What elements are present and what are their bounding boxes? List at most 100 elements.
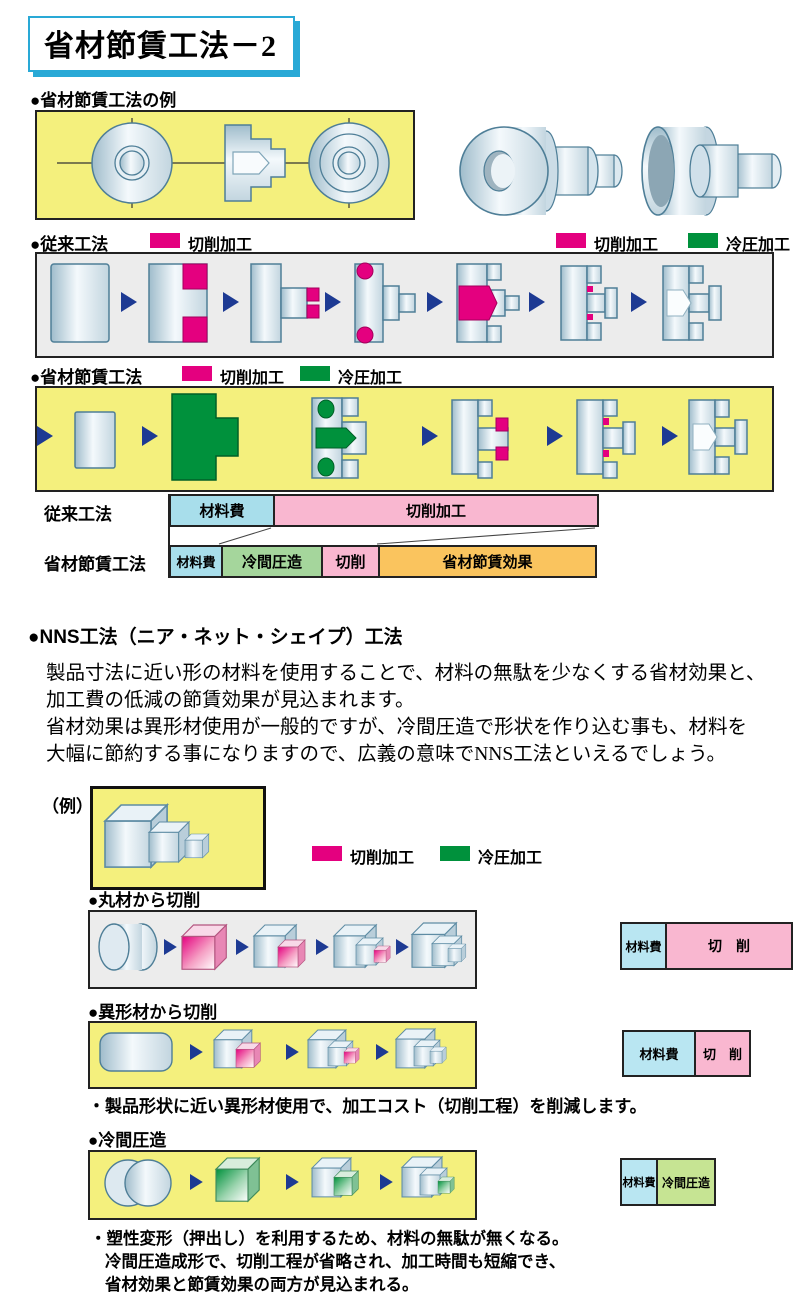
- process-step: [99, 1032, 173, 1072]
- paragraph-line: 省材効果は異形材使用が一般的ですが、冷間圧造で形状を作り込む事も、材料を: [46, 717, 748, 738]
- cost-segment: 材料費: [622, 1160, 656, 1204]
- conventional-label: ●従来工法: [30, 235, 109, 254]
- cost-segment: 切 削: [694, 1032, 749, 1075]
- arrow-right-icon: [376, 1044, 389, 1060]
- saving-cost-bar: 材料費 冷間圧造 切削 省材節賃効果: [169, 545, 597, 578]
- cold-forging-color-swatch: [688, 233, 718, 248]
- arrow-right-icon: [547, 426, 563, 446]
- process-step: [311, 1157, 359, 1198]
- comparison-conventional-label: 従来工法: [44, 505, 112, 524]
- arrow-right-icon: [236, 939, 249, 955]
- process-step: [98, 923, 158, 971]
- round-material-cost-bar: 材料費 切 削: [620, 922, 793, 970]
- cutting-color-swatch: [150, 233, 180, 248]
- process-step: [215, 1157, 260, 1202]
- conventional-process-panel: [35, 252, 774, 358]
- process-step: [181, 924, 227, 970]
- arrow-right-icon: [316, 939, 329, 955]
- process-step: [456, 263, 520, 343]
- cutting-legend-label: 切削加工: [188, 237, 253, 254]
- process-step: [560, 265, 618, 341]
- cutting-color-swatch: [556, 233, 586, 248]
- cost-segment: 材料費: [171, 547, 221, 576]
- part-3d-illustration: [459, 126, 782, 216]
- cold-forging-diagram: [104, 1156, 455, 1207]
- round-material-heading: ●丸材から切削: [88, 891, 201, 910]
- process-step: [74, 411, 116, 469]
- round-material-diagram: [98, 922, 467, 971]
- cost-segment: 冷間圧造: [221, 547, 321, 576]
- arrow-right-icon: [286, 1174, 299, 1190]
- part-drawing-illustration: [57, 118, 390, 208]
- example-label: （例）: [42, 797, 93, 816]
- paragraph-line: 大幅に節約する事になりますので、広義の意味でNNS工法といえるでしょう。: [46, 744, 726, 765]
- cold-forging-heading: ●冷間圧造: [88, 1131, 167, 1150]
- arrow-right-icon: [37, 426, 53, 446]
- arrow-right-icon: [422, 426, 438, 446]
- shaped-material-heading: ●異形材から切削: [88, 1003, 218, 1022]
- saving-process-diagram: [37, 393, 748, 481]
- example-part-panel: [90, 786, 266, 890]
- shaped-material-cost-bar: 材料費 切 削: [622, 1030, 751, 1077]
- cold-forging-panel: [88, 1150, 477, 1220]
- process-step: [354, 262, 416, 344]
- note-line: 冷間圧造成形で、切削工程が省略され、加工時間も短縮でき、: [105, 1253, 566, 1271]
- example-part-illustration: [104, 804, 210, 868]
- cold-forging-notes: ・塑性変形（押出し）を利用するため、材料の無駄が無くなる。 冷間圧造成形で、切削…: [90, 1228, 569, 1297]
- cutting-legend-label: 切削加工: [350, 850, 415, 867]
- note-line: 省材効果と節賃効果の両方が見込まれる。: [105, 1276, 419, 1294]
- note-line: ・塑性変形（押出し）を利用するため、材料の無駄が無くなる。: [90, 1230, 569, 1248]
- comparison-saving-label: 省材節賃工法: [44, 555, 146, 574]
- arrow-right-icon: [325, 292, 341, 312]
- process-step: [250, 263, 320, 343]
- cutting-color-swatch: [182, 366, 212, 381]
- arrow-right-icon: [142, 426, 158, 446]
- process-step: [576, 399, 636, 479]
- cost-segment: 切削: [321, 547, 378, 576]
- cost-segment: 切 削: [665, 924, 791, 968]
- arrow-right-icon: [164, 939, 177, 955]
- arrow-right-icon: [529, 292, 545, 312]
- cold-forging-color-swatch: [440, 846, 470, 861]
- arrow-right-icon: [662, 426, 678, 446]
- process-step: [411, 922, 467, 968]
- arrow-right-icon: [380, 1174, 393, 1190]
- part-drawing-panel: [35, 110, 415, 220]
- cutting-legend-label: 切削加工: [594, 237, 659, 254]
- cold-forging-legend-label: 冷圧加工: [478, 850, 543, 867]
- process-step: [148, 263, 208, 343]
- comparison-axis: [168, 494, 170, 578]
- arrow-right-icon: [427, 292, 443, 312]
- process-step: [333, 924, 391, 968]
- nns-paragraph: 製品寸法に近い形の材料を使用することで、材料の無駄を少なくする省材効果と、 加工…: [46, 660, 765, 768]
- arrow-right-icon: [121, 292, 137, 312]
- process-step: [213, 1029, 261, 1069]
- arrow-right-icon: [190, 1044, 203, 1060]
- process-step: [307, 1029, 360, 1069]
- process-step: [50, 263, 110, 343]
- round-material-panel: [88, 910, 477, 989]
- page-title: 省材節賃工法－2: [28, 16, 295, 72]
- cost-segment: 冷間圧造: [656, 1160, 714, 1204]
- process-step: [171, 393, 239, 481]
- conventional-process-diagram: [50, 262, 722, 344]
- cost-segment: 切削加工: [273, 496, 597, 525]
- paragraph-line: 製品寸法に近い形の材料を使用することで、材料の無駄を少なくする省材効果と、: [46, 663, 766, 684]
- arrow-right-icon: [223, 292, 239, 312]
- cutting-legend-label: 切削加工: [220, 370, 285, 387]
- cold-forging-legend-label: 冷圧加工: [338, 370, 403, 387]
- shaped-material-note: ・製品形状に近い異形材使用で、加工コスト（切削工程）を削減します。: [88, 1097, 647, 1116]
- saving-process-panel: [35, 386, 774, 492]
- cutting-color-swatch: [312, 846, 342, 861]
- process-step: [395, 1028, 447, 1069]
- process-step: [311, 397, 367, 479]
- conventional-cost-bar: 材料費 切削加工: [169, 494, 599, 527]
- process-step: [253, 924, 306, 968]
- process-step: [688, 399, 748, 475]
- arrow-right-icon: [286, 1044, 299, 1060]
- cost-segment: 材料費: [171, 496, 273, 525]
- process-step: [662, 265, 722, 341]
- arrow-right-icon: [190, 1174, 203, 1190]
- process-step: [104, 1159, 172, 1207]
